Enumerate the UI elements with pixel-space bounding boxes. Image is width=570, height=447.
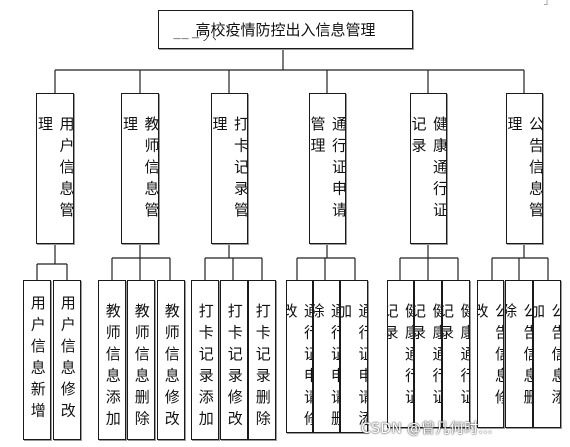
module-label: 通行证申请管理 [309, 116, 346, 224]
leaf-checkin-delete: 打卡记录删除 [248, 280, 276, 440]
leaf-announcement-edit: 公告信息修改 [477, 280, 504, 428]
leaf-announcement-add: 公告信息添加 [533, 280, 561, 428]
module-checkin-management: 打卡记录管理 [211, 93, 248, 244]
leaf-checkin-edit: 打卡记录修改 [220, 280, 248, 440]
root-title-box: —— 一 ノヽ 高校疫情防控出入信息管理 [158, 10, 413, 49]
module-label: 打卡记录管理 [211, 116, 248, 224]
module-pass-application-management: 通行证申请管理 [309, 93, 346, 244]
module-health-pass-records: 健康通行证记录 [410, 93, 447, 244]
leaf-user-edit: 用户信息修改 [53, 280, 81, 440]
leaf-pass-delete: 通行证申请删除 [313, 280, 340, 433]
module-label: 用户信息管理 [36, 116, 74, 224]
module-user-management: 用户信息管理 [36, 93, 74, 244]
leaf-teacher-edit: 教师信息修改 [157, 280, 185, 440]
module-teacher-management: 教师信息管理 [121, 93, 159, 244]
leaf-checkin-add: 打卡记录添加 [191, 280, 219, 440]
watermark: CSDN @曾几何时… [361, 421, 493, 437]
leaf-pass-add: 通行证申请添加 [340, 280, 368, 433]
leaf-teacher-delete: 教师信息删除 [127, 280, 155, 440]
module-label: 健康通行证记录 [410, 116, 447, 224]
leaf-health-pass-record-3: 健康通行证记录 [442, 280, 470, 428]
leaf-health-pass-record-2: 健康通行证记录 [414, 280, 442, 428]
corner-mark: ┘ [544, 0, 551, 11]
module-label: 教师信息管理 [121, 116, 159, 224]
root-title: 高校疫情防控出入信息管理 [195, 21, 376, 39]
module-announcement-management: 公告信息管理 [506, 93, 543, 244]
leaf-teacher-add: 教师信息添加 [98, 280, 126, 440]
leaf-announcement-delete: 公告信息删除 [505, 280, 533, 428]
leaf-pass-edit: 通行证申请修改 [286, 280, 313, 433]
leaf-user-add: 用户信息新增 [23, 280, 51, 440]
leaf-health-pass-record-1: 健康通行证记录 [387, 280, 414, 428]
module-label: 公告信息管理 [506, 116, 543, 224]
title-mark: —— 一 ノヽ [173, 34, 219, 43]
